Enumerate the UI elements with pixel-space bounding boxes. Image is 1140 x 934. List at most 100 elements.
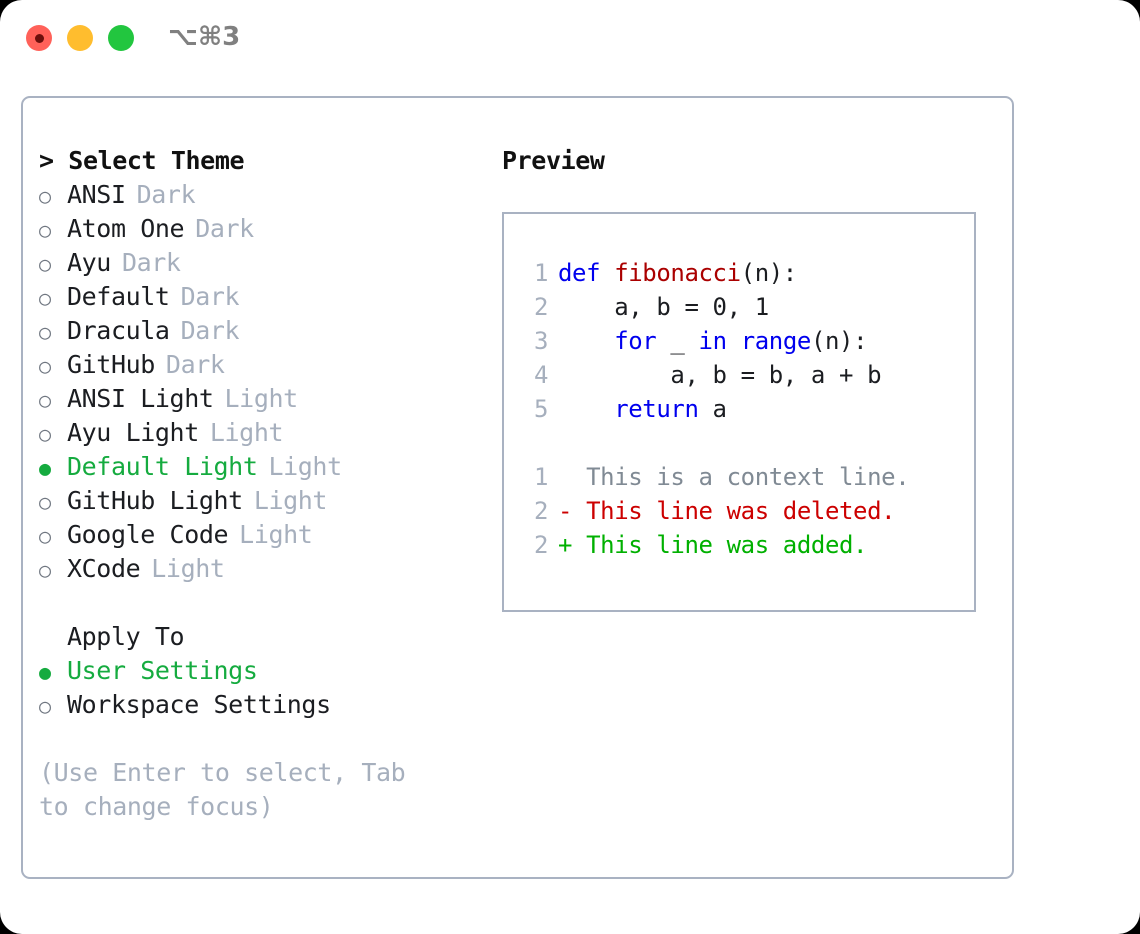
code-line-content: a, b = 0, 1 bbox=[558, 290, 769, 324]
diff-sign: - bbox=[558, 497, 573, 525]
diff-line-number: 2 bbox=[533, 497, 548, 525]
code-line-number: 4 bbox=[533, 361, 548, 389]
code-token: for bbox=[614, 327, 657, 355]
radio-unselected-icon[interactable]: ○ bbox=[39, 184, 51, 208]
keyboard-shortcut-label: ⌥⌘3 bbox=[168, 22, 241, 52]
theme-kind-badge: Light bbox=[151, 554, 225, 583]
theme-list-item[interactable]: ○ XCode Light bbox=[39, 552, 499, 586]
radio-unselected-icon[interactable]: ○ bbox=[39, 558, 51, 582]
close-dot-inner bbox=[34, 33, 44, 43]
theme-kind-badge: Dark bbox=[195, 214, 254, 243]
code-token: a bbox=[698, 395, 727, 423]
diff-line-content: This line was deleted. bbox=[572, 497, 896, 525]
code-line: 4 a, b = b, a + b bbox=[504, 358, 974, 392]
theme-kind-badge: Dark bbox=[121, 248, 181, 277]
code-token: def bbox=[558, 259, 615, 287]
code-line-number: 5 bbox=[533, 395, 548, 423]
theme-kind-badge: Light bbox=[253, 486, 328, 515]
radio-unselected-icon[interactable]: ○ bbox=[39, 422, 51, 446]
code-line-content: return a bbox=[558, 392, 727, 426]
code-token: (n): bbox=[740, 259, 798, 287]
radio-unselected-icon[interactable]: ○ bbox=[39, 388, 51, 412]
radio-selected-icon[interactable]: ● bbox=[39, 660, 51, 684]
diff-line-content: This is a context line. bbox=[572, 463, 910, 491]
diff-sample: 1 This is a context line.2- This line wa… bbox=[504, 460, 974, 562]
diff-line: 2- This line was deleted. bbox=[504, 494, 974, 528]
apply-to-label: Workspace Settings bbox=[67, 690, 331, 719]
diff-line: 2 + This line was added. bbox=[504, 528, 974, 562]
code-token: in bbox=[698, 327, 728, 355]
radio-unselected-icon[interactable]: ○ bbox=[39, 286, 51, 310]
radio-unselected-icon[interactable]: ○ bbox=[39, 252, 51, 276]
diff-line-number: 1 bbox=[533, 463, 548, 491]
theme-kind-badge: Dark bbox=[165, 350, 225, 379]
diff-sign: + bbox=[558, 531, 573, 559]
code-line: 3 for _ in range(n): bbox=[504, 324, 974, 358]
code-token bbox=[558, 395, 614, 423]
radio-selected-icon[interactable]: ● bbox=[39, 456, 51, 480]
radio-unselected-icon[interactable]: ○ bbox=[39, 490, 51, 514]
radio-unselected-icon[interactable]: ○ bbox=[39, 524, 51, 548]
radio-unselected-icon[interactable]: ○ bbox=[39, 320, 51, 344]
theme-name-label: GitHub Light bbox=[67, 486, 243, 515]
select-theme-header: > Select Theme bbox=[39, 146, 245, 175]
radio-unselected-icon[interactable]: ○ bbox=[39, 218, 51, 242]
diff-line-number: 2 bbox=[533, 531, 548, 559]
theme-list-item[interactable]: ○ Atom One Dark bbox=[39, 212, 499, 246]
theme-list-item[interactable]: ○ Dracula Dark bbox=[39, 314, 499, 348]
close-window-icon[interactable] bbox=[26, 25, 52, 51]
radio-unselected-icon[interactable]: ○ bbox=[39, 354, 51, 378]
theme-name-label: ANSI Light bbox=[67, 384, 214, 413]
theme-list-item[interactable]: ○ GitHub Light Light bbox=[39, 484, 499, 518]
theme-kind-badge: Light bbox=[209, 418, 284, 447]
theme-kind-badge: Dark bbox=[136, 180, 196, 209]
code-line: 5 return a bbox=[504, 392, 974, 426]
code-line-number: 3 bbox=[533, 327, 548, 355]
diff-line-content: This line was added. bbox=[572, 531, 868, 559]
apply-to-item[interactable]: ○ Workspace Settings bbox=[39, 688, 499, 722]
code-token bbox=[558, 327, 614, 355]
code-token: a, b = 0, 1 bbox=[558, 293, 769, 321]
diff-sign bbox=[558, 460, 572, 494]
code-token: fibonacci bbox=[614, 259, 741, 287]
traffic-light-buttons bbox=[26, 25, 134, 51]
code-token: _ bbox=[656, 327, 699, 355]
code-line-number: 2 bbox=[533, 293, 548, 321]
radio-unselected-icon[interactable]: ○ bbox=[39, 694, 51, 718]
apply-to-label: User Settings bbox=[67, 656, 258, 685]
theme-name-label: Google Code bbox=[67, 520, 229, 549]
maximize-window-icon[interactable] bbox=[108, 25, 134, 51]
code-token: return bbox=[614, 395, 699, 423]
code-token: a, b = b, a + b bbox=[558, 361, 882, 389]
theme-kind-badge: Dark bbox=[180, 316, 240, 345]
code-line: 2 a, b = 0, 1 bbox=[504, 290, 974, 324]
code-diff-spacer bbox=[504, 426, 974, 460]
code-line-content: a, b = b, a + b bbox=[558, 358, 881, 392]
apply-to-header: Apply To bbox=[67, 622, 185, 651]
diff-line: 1 This is a context line. bbox=[504, 460, 974, 494]
keyboard-hint-text: (Use Enter to select, Tab to change focu… bbox=[39, 758, 420, 821]
theme-list-item[interactable]: ○ ANSI Light Light bbox=[39, 382, 499, 416]
theme-name-label: Default bbox=[67, 282, 170, 311]
theme-name-label: Atom One bbox=[67, 214, 185, 243]
theme-kind-badge: Light bbox=[224, 384, 299, 413]
theme-name-label: Dracula bbox=[67, 316, 170, 345]
apply-to-item[interactable]: ● User Settings bbox=[39, 654, 499, 688]
minimize-window-icon[interactable] bbox=[67, 25, 93, 51]
theme-name-label: XCode bbox=[67, 554, 141, 583]
code-token bbox=[727, 327, 741, 355]
